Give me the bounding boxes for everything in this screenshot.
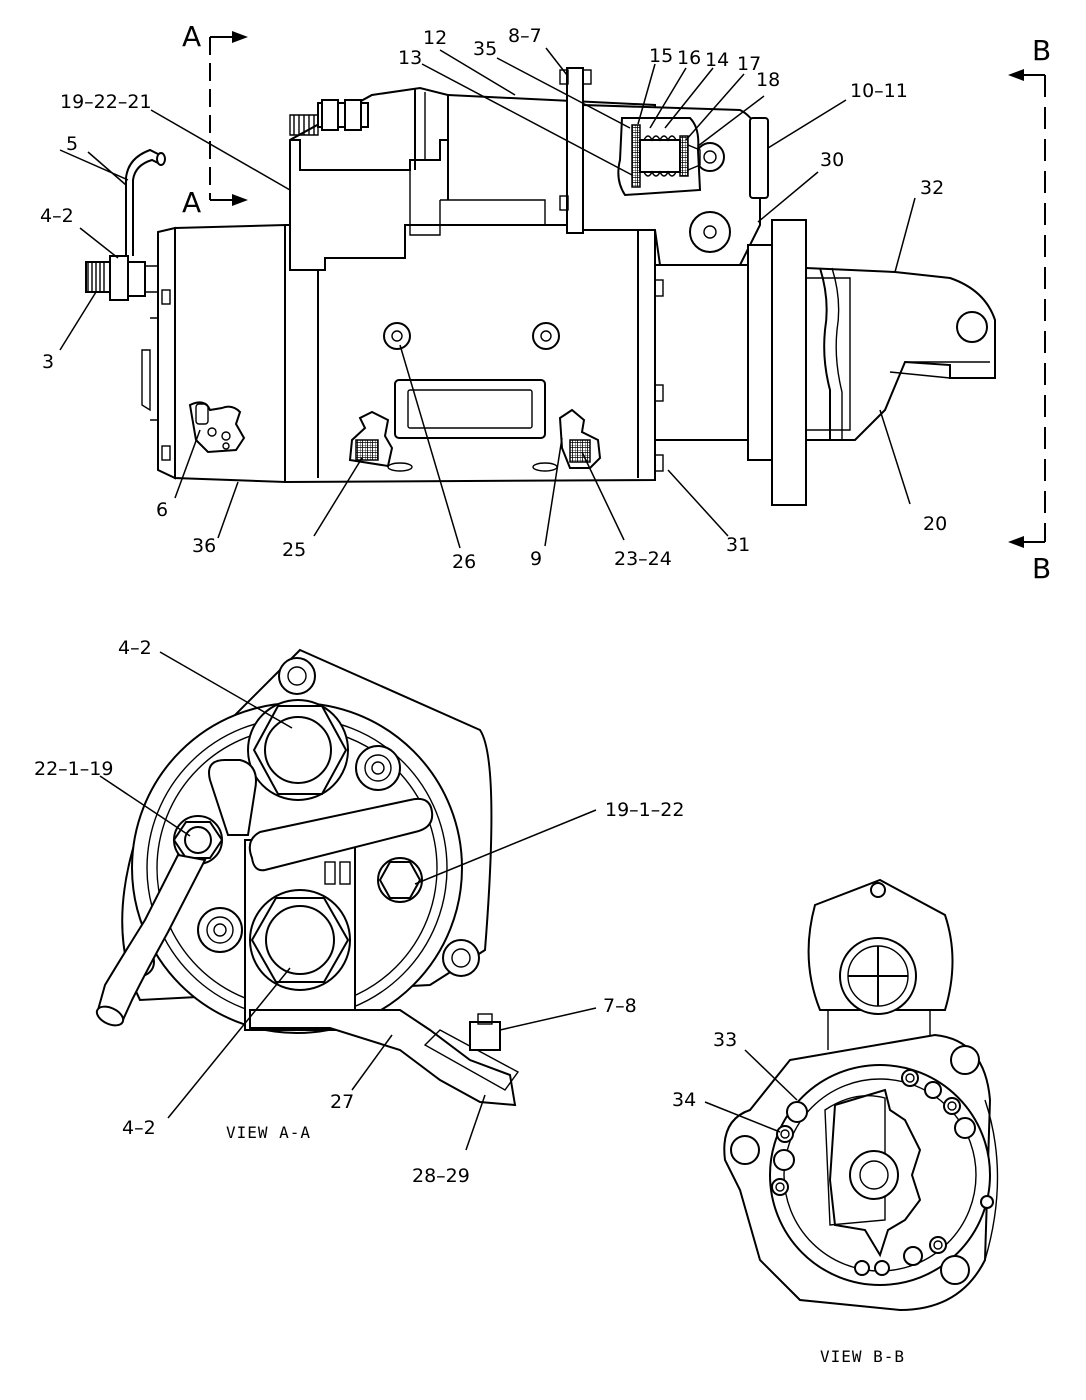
- part-labels: A A B B 12 35 8–7 13 15 16 14 17 18 10–1…: [34, 20, 1051, 1366]
- label-27: 27: [330, 1091, 354, 1113]
- section-b-bottom: B: [1032, 552, 1051, 585]
- label-32: 32: [920, 177, 944, 199]
- label-8-7: 8–7: [508, 25, 542, 47]
- label-28-29: 28–29: [412, 1165, 470, 1187]
- label-20: 20: [923, 513, 947, 535]
- view-a-a-drawing: [95, 648, 520, 1107]
- label-4-2-view-a-bottom: 4–2: [122, 1117, 156, 1139]
- label-4-2-view-a-top: 4–2: [118, 637, 152, 659]
- label-4-2-side: 4–2: [40, 205, 74, 227]
- label-7-8: 7–8: [603, 995, 637, 1017]
- label-10-11: 10–11: [850, 80, 908, 102]
- label-6: 6: [156, 499, 168, 521]
- label-3: 3: [42, 351, 54, 373]
- label-18: 18: [756, 69, 780, 91]
- label-16: 16: [677, 47, 701, 69]
- leader-lines: [59, 47, 916, 1151]
- label-25: 25: [282, 539, 306, 561]
- view-a-a-caption: VIEW A-A: [226, 1123, 311, 1142]
- section-b-top: B: [1032, 34, 1051, 67]
- label-30: 30: [820, 149, 844, 171]
- label-13: 13: [398, 47, 422, 69]
- label-23-24: 23–24: [614, 548, 672, 570]
- label-17: 17: [737, 53, 761, 75]
- view-b-b-drawing: [723, 878, 999, 1312]
- label-34: 34: [672, 1089, 696, 1111]
- label-19-1-22: 19–1–22: [605, 799, 684, 821]
- view-b-b-caption: VIEW B-B: [820, 1347, 905, 1366]
- label-35: 35: [473, 38, 497, 60]
- label-15: 15: [649, 45, 673, 67]
- label-9: 9: [530, 548, 542, 570]
- label-14: 14: [705, 49, 729, 71]
- label-12: 12: [423, 27, 447, 49]
- section-a-top: A: [182, 20, 201, 53]
- label-36: 36: [192, 535, 216, 557]
- side-view-drawing: [85, 67, 996, 506]
- label-22-1-19: 22–1–19: [34, 758, 113, 780]
- label-26: 26: [452, 551, 476, 573]
- label-5: 5: [66, 133, 78, 155]
- label-31: 31: [726, 534, 750, 556]
- label-19-22-21: 19–22–21: [60, 91, 152, 113]
- label-33: 33: [713, 1029, 737, 1051]
- section-a-bottom: A: [182, 186, 201, 219]
- section-marks: [209, 31, 1046, 548]
